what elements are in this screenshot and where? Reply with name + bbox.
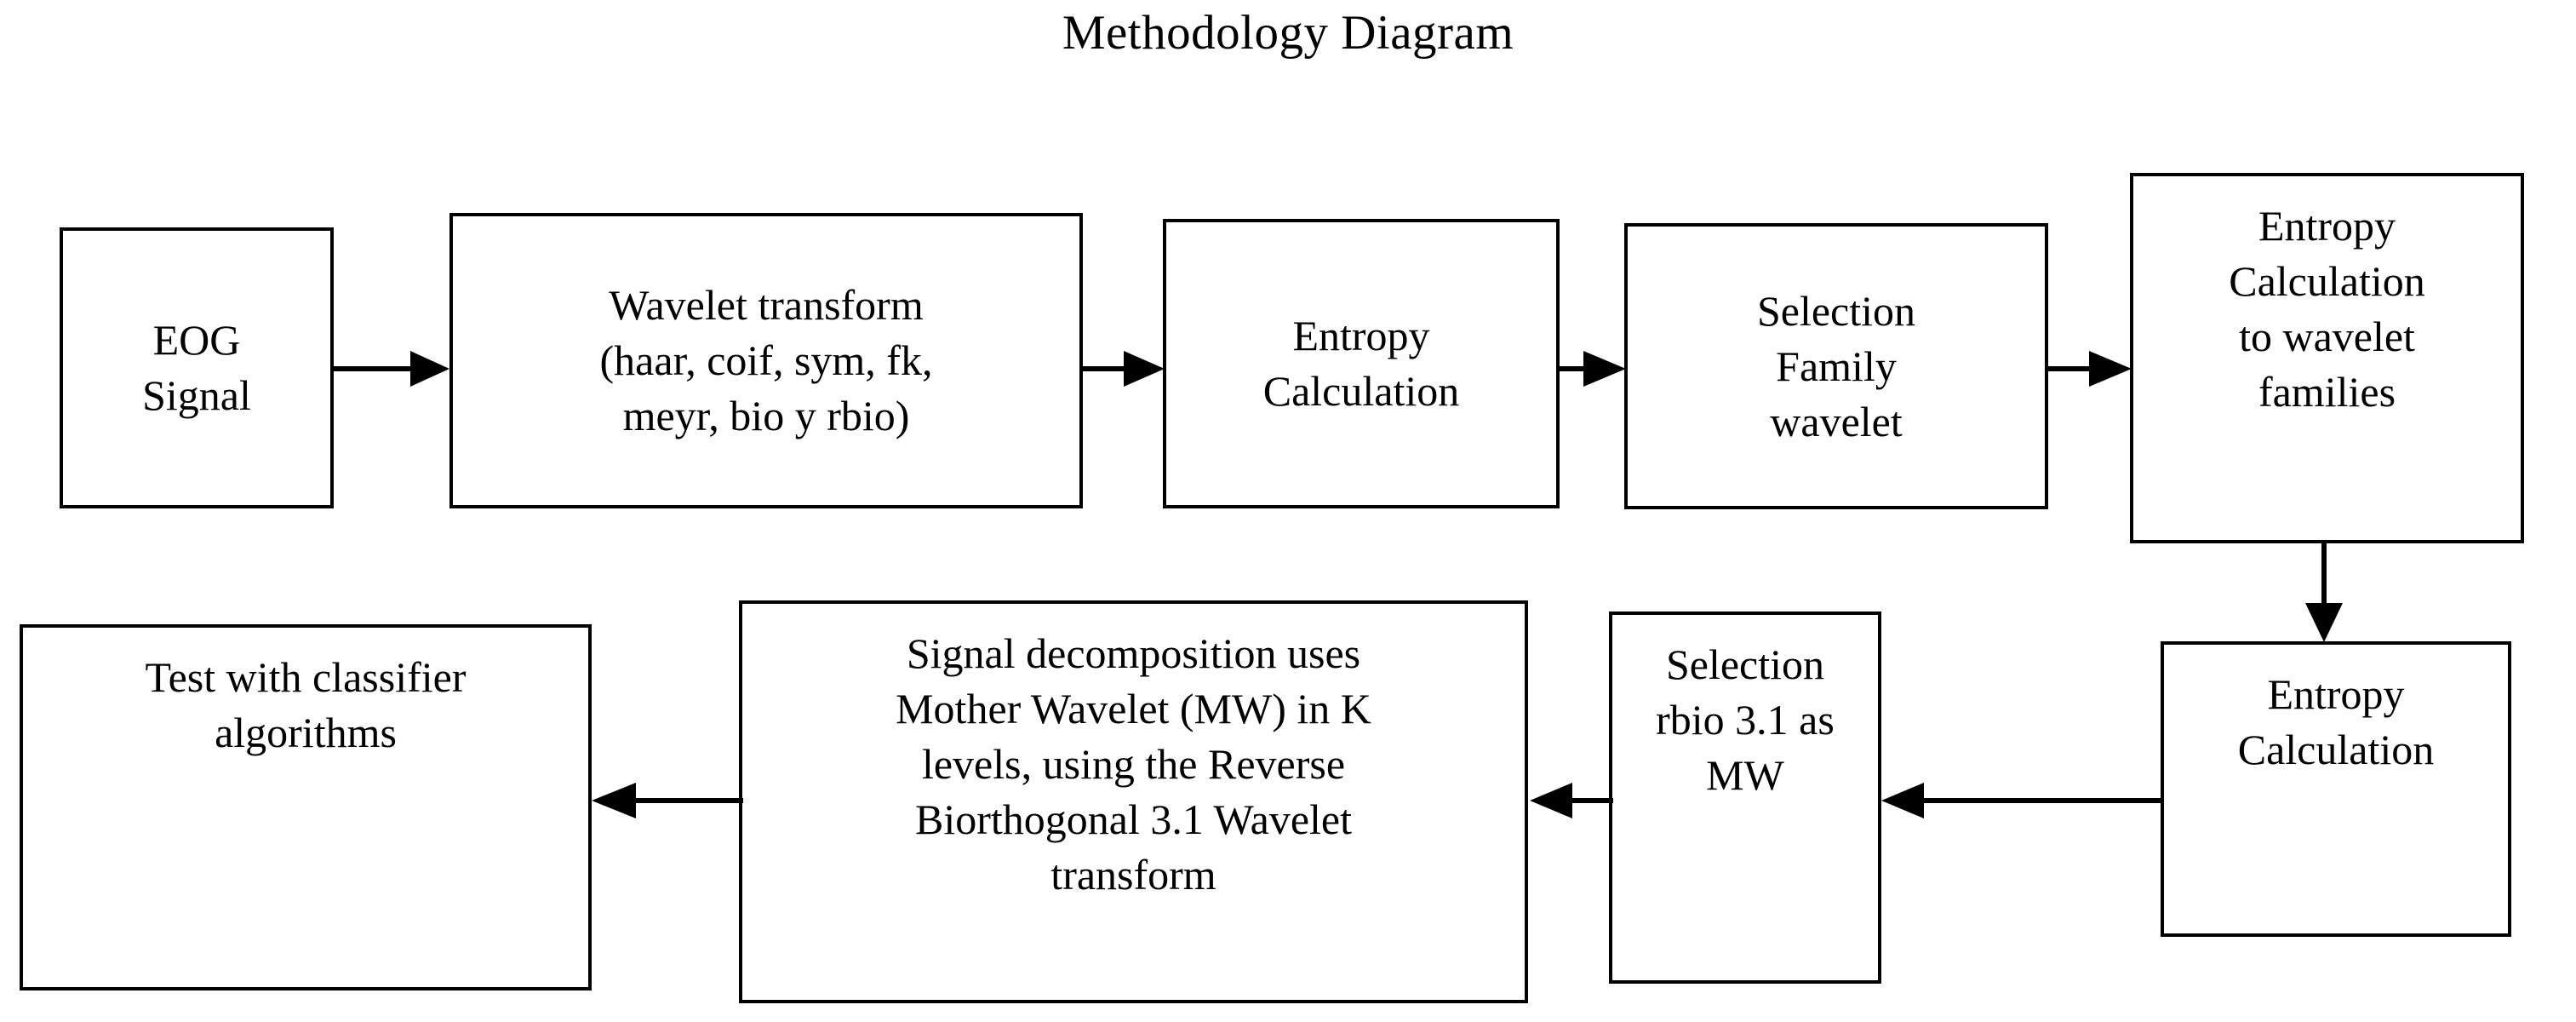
page-title: Methodology Diagram bbox=[1062, 6, 1514, 60]
edge-signal-decomposition-to-test-classifier bbox=[588, 779, 743, 822]
edge-entropy-calculation-1-to-selection-family-wavelet bbox=[1560, 347, 1629, 390]
edge-entropy-to-families-to-entropy-calculation-2 bbox=[2301, 543, 2347, 646]
node-wavelet-transform-label: Wavelet transform(haar, coif, sym, fk,me… bbox=[599, 281, 933, 439]
edge-entropy-calculation-2-to-selection-rbio bbox=[1878, 779, 2164, 822]
edge-selection-rbio-to-signal-decomposition bbox=[1525, 779, 1613, 822]
node-wavelet-transform[interactable]: Wavelet transform(haar, coif, sym, fk,me… bbox=[449, 213, 1083, 508]
edge-selection-family-wavelet-to-entropy-to-families bbox=[2048, 347, 2135, 390]
edge-eog-signal-to-wavelet-transform bbox=[334, 347, 453, 390]
edge-wavelet-transform-to-entropy-calculation-1 bbox=[1083, 347, 1168, 390]
